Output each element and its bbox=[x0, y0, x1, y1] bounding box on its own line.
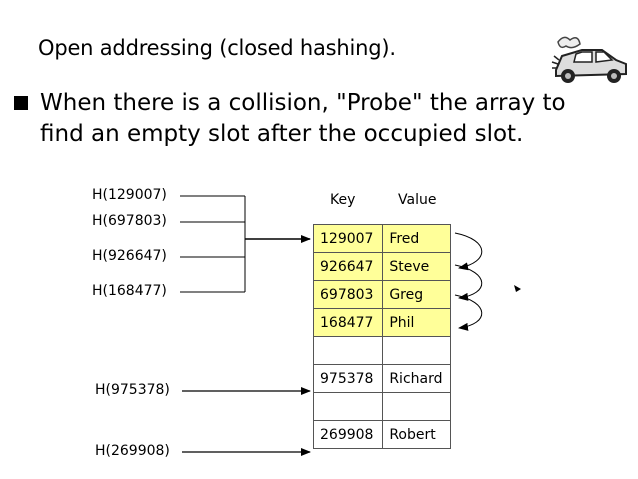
table-cell-value: Phil bbox=[382, 308, 451, 337]
column-header-value: Value bbox=[398, 192, 437, 208]
hash-label-697803: H(697803) bbox=[92, 213, 167, 229]
probe-arrow-3 bbox=[454, 294, 483, 331]
column-header-key: Key bbox=[330, 192, 356, 208]
table-row: 697803 Greg bbox=[312, 280, 451, 309]
table-cell-key: 975378 bbox=[312, 364, 384, 393]
table-cell-key: 697803 bbox=[312, 280, 384, 309]
table-cell-key: 926647 bbox=[312, 252, 384, 281]
table-cell-value: Greg bbox=[382, 280, 451, 309]
hash-label-269908: H(269908) bbox=[95, 443, 170, 459]
hash-label-129007: H(129007) bbox=[92, 187, 167, 203]
table-row-empty bbox=[312, 392, 451, 421]
table-cell-value: Robert bbox=[382, 420, 451, 449]
table-row: 168477 Phil bbox=[312, 308, 451, 337]
table-cell-key: 129007 bbox=[312, 224, 384, 253]
hash-label-926647: H(926647) bbox=[92, 248, 167, 264]
slide-title: Open addressing (closed hashing). bbox=[38, 36, 396, 60]
bullet-point: When there is a collision, "Probe" the a… bbox=[14, 88, 614, 150]
probe-arrow-2 bbox=[454, 264, 483, 301]
stray-arrowhead bbox=[514, 285, 521, 292]
table-cell-key: 168477 bbox=[312, 308, 384, 337]
table-cell-key bbox=[312, 336, 384, 365]
hash-table: 129007 Fred 926647 Steve 697803 Greg 168… bbox=[312, 224, 451, 449]
table-cell-value: Steve bbox=[382, 252, 451, 281]
broken-car-icon bbox=[550, 32, 632, 92]
table-row-empty bbox=[312, 336, 451, 365]
table-cell-key: 269908 bbox=[312, 420, 384, 449]
probe-arrow-1 bbox=[454, 232, 483, 271]
table-row: 269908 Robert bbox=[312, 420, 451, 449]
table-row: 129007 Fred bbox=[312, 224, 451, 253]
table-row: 926647 Steve bbox=[312, 252, 451, 281]
hash-label-975378: H(975378) bbox=[95, 382, 170, 398]
bullet-text: When there is a collision, "Probe" the a… bbox=[40, 90, 566, 147]
hash-label-168477: H(168477) bbox=[92, 283, 167, 299]
table-cell-value: Fred bbox=[382, 224, 451, 253]
square-bullet-icon bbox=[14, 96, 28, 110]
